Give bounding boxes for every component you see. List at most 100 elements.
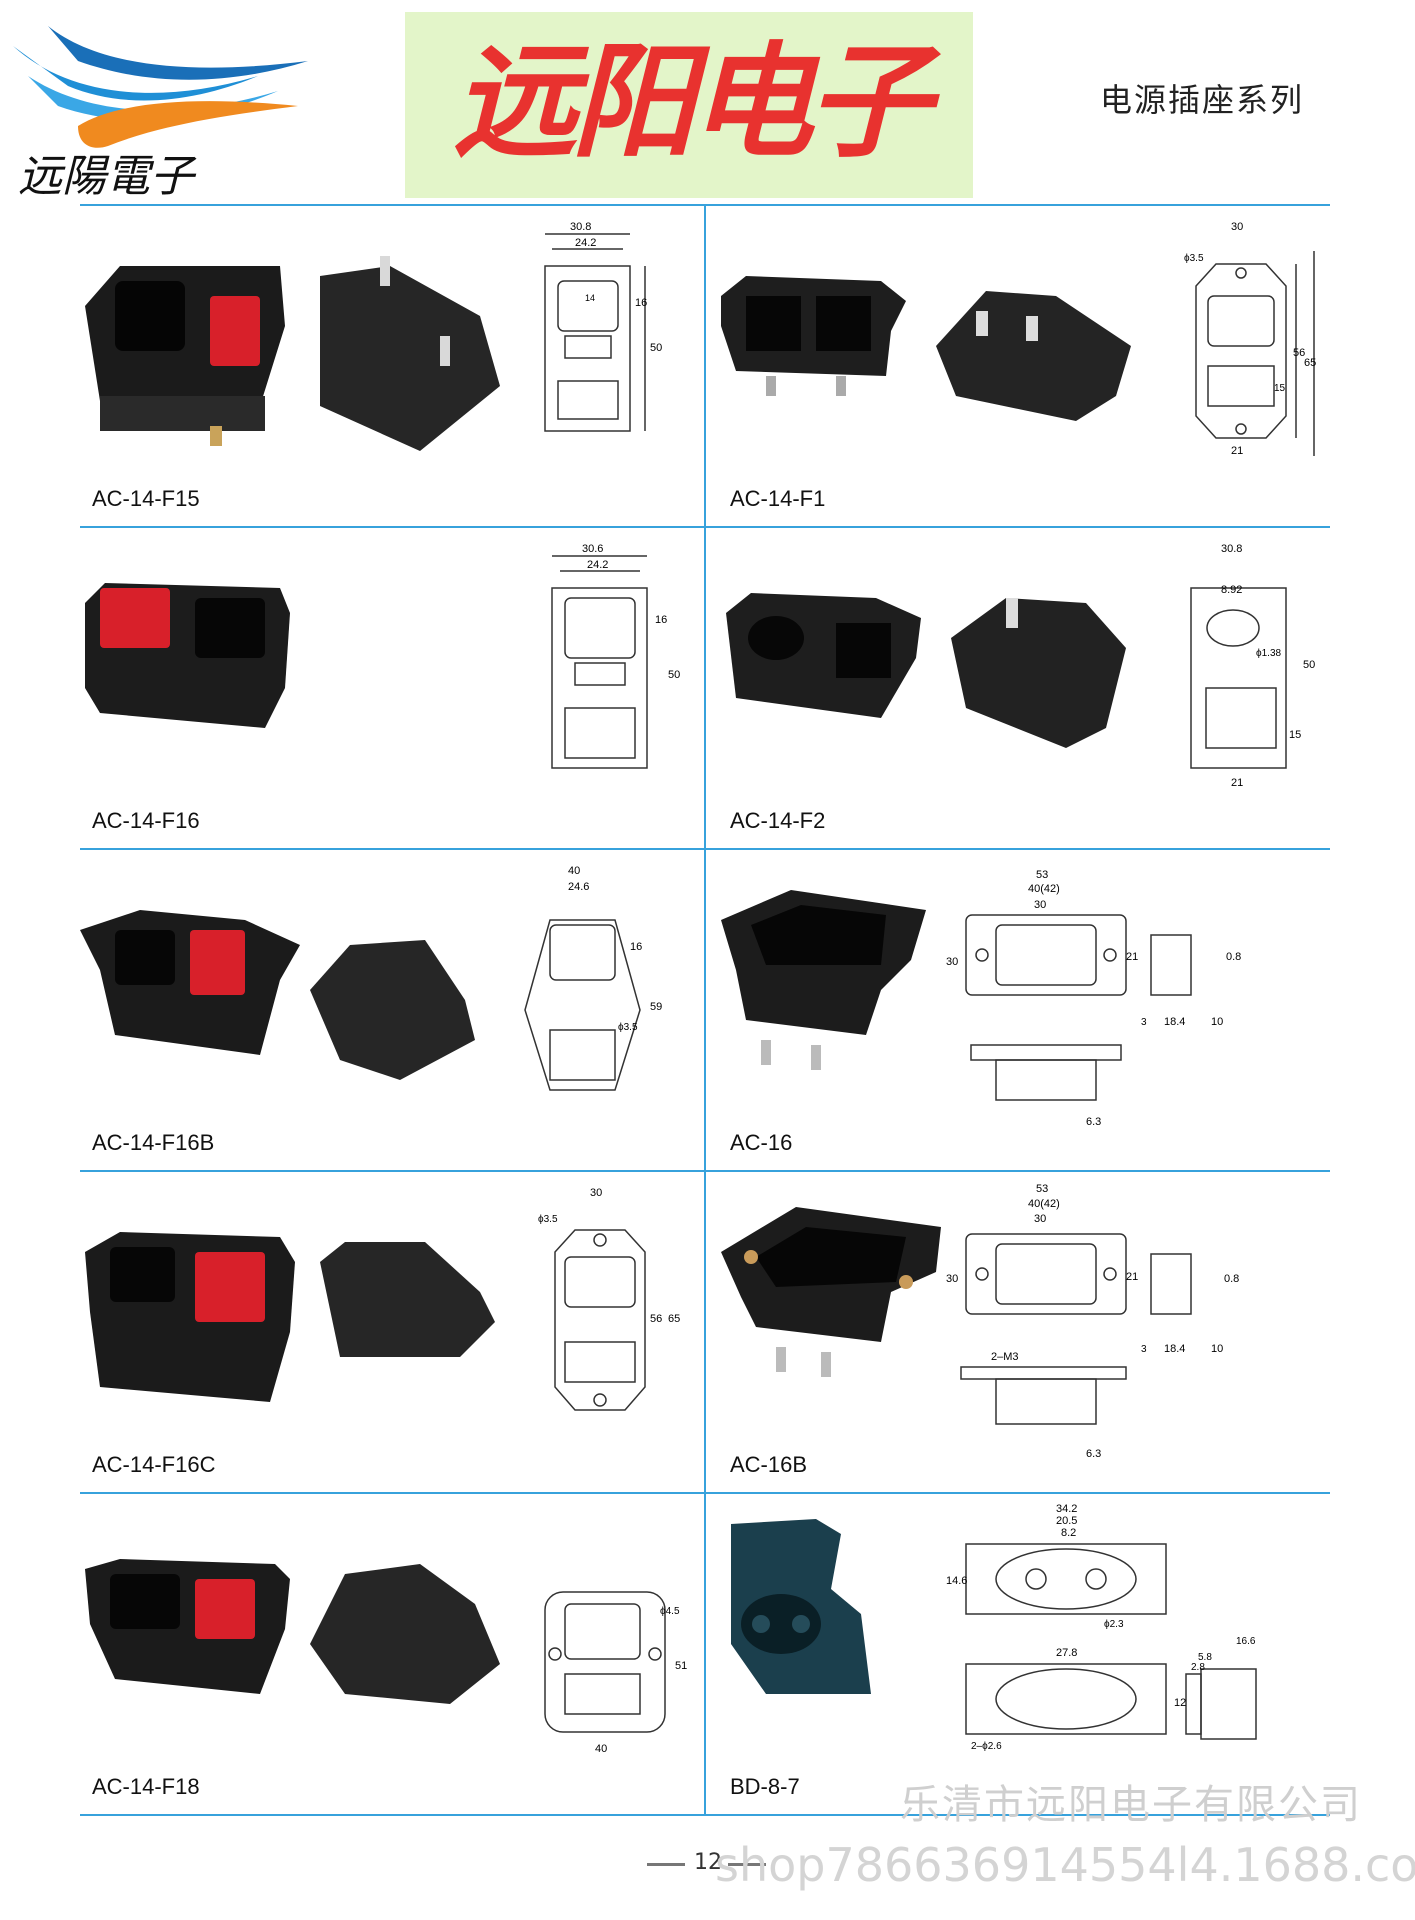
product-photo-front [85,1232,495,1402]
product-photo-front [721,1207,941,1377]
svg-text:65: 65 [668,1313,680,1325]
svg-text:40(42): 40(42) [1028,883,1060,895]
svg-text:30.6: 30.6 [582,543,603,555]
row-divider [80,1492,1330,1494]
product-card-ac-16: 53 40(42) 30 30 21 3 18.4 10 0.8 6.3 AC-… [706,850,1328,1170]
svg-text:65: 65 [1304,357,1316,369]
svg-text:14.6: 14.6 [946,1575,967,1587]
svg-text:30: 30 [1034,899,1046,911]
model-label: AC-14-F18 [92,1774,200,1799]
page-dash-left [647,1863,685,1866]
svg-text:6.3: 6.3 [1086,1116,1101,1128]
svg-text:0.8: 0.8 [1224,1273,1239,1285]
svg-text:18.4: 18.4 [1164,1343,1185,1355]
dimension-drawing: 34.2 20.5 8.2 14.6 ϕ2.3 27.8 12 2–ϕ2.6 5… [946,1503,1257,1752]
svg-text:ϕ3.5: ϕ3.5 [538,1214,558,1225]
svg-text:20.5: 20.5 [1056,1515,1077,1527]
product-card-ac-14-f18: ϕ4.5 51 40 AC-14-F18 [80,1494,702,1814]
logo-text: 远陽電子 [18,152,197,201]
dimension-drawing: ϕ4.5 51 40 [544,1591,687,1755]
company-logo: 远陽電子 [8,6,318,206]
svg-text:6.3: 6.3 [1086,1448,1101,1460]
model-label: AC-14-F2 [730,808,826,833]
svg-text:15: 15 [1274,383,1286,394]
row-divider [80,848,1330,850]
product-photo-front [731,1519,871,1694]
svg-text:40(42): 40(42) [1028,1198,1060,1210]
svg-text:59: 59 [650,1001,662,1013]
dimension-drawing: 40 24.6 16 59 ϕ3.5 [524,865,662,1091]
product-card-ac-14-f2: 30.8 8.92 ϕ1.38 50 15 21 AC-14-F2 [706,528,1328,848]
svg-text:30.8: 30.8 [1221,543,1242,555]
watermark-url: shop786636914554l4.1688.com [715,1838,1415,1892]
svg-text:51: 51 [675,1660,687,1672]
svg-text:16: 16 [630,941,642,953]
svg-text:30: 30 [1231,221,1243,233]
svg-text:40: 40 [568,865,580,877]
product-card-bd-8-7: 34.2 20.5 8.2 14.6 ϕ2.3 27.8 12 2–ϕ2.6 5… [706,1494,1328,1814]
svg-text:53: 53 [1036,1183,1048,1195]
svg-text:56: 56 [650,1313,662,1325]
svg-text:53: 53 [1036,869,1048,881]
banner-title: 远阳电子 [452,31,931,175]
model-label: AC-14-F15 [92,486,200,511]
svg-text:16: 16 [635,297,647,309]
product-card-ac-14-f16b: 40 24.6 16 59 ϕ3.5 AC-14-F16B [80,850,702,1170]
svg-text:40: 40 [595,1743,607,1755]
svg-text:ϕ3.5: ϕ3.5 [618,1022,638,1033]
row-divider [80,526,1330,528]
watermark-company: 乐清市远阳电子有限公司 [900,1782,1362,1828]
svg-text:15: 15 [1289,729,1301,741]
svg-text:50: 50 [1303,659,1315,671]
model-label: AC-14-F16 [92,808,200,833]
svg-text:14: 14 [585,293,595,303]
center-divider [704,204,706,1814]
svg-text:5.8: 5.8 [1198,1652,1212,1663]
svg-text:0.8: 0.8 [1226,951,1241,963]
svg-text:21: 21 [1231,777,1243,789]
brand-banner: 远阳电子 [405,12,973,198]
svg-text:24.6: 24.6 [568,881,589,893]
svg-text:21: 21 [1126,951,1138,963]
svg-text:ϕ1.38: ϕ1.38 [1256,648,1282,659]
dimension-drawing: 30.8 24.2 16 50 14 [544,221,662,432]
product-card-ac-16b: 53 40(42) 30 30 21 3 18.4 10 0.8 2–M3 6.… [706,1172,1328,1492]
product-photo-front [85,583,290,728]
row-divider [80,1814,1330,1816]
row-divider [80,1170,1330,1172]
svg-text:ϕ4.5: ϕ4.5 [660,1606,680,1617]
svg-text:34.2: 34.2 [1056,1503,1077,1515]
model-label: AC-14-F16B [92,1130,215,1155]
svg-text:2–M3: 2–M3 [991,1351,1019,1363]
dimension-drawing: 30 ϕ3.5 56 65 [538,1187,680,1411]
svg-text:30: 30 [946,956,958,968]
product-card-ac-14-f16c: 30 ϕ3.5 56 65 AC-14-F16C [80,1172,702,1492]
svg-text:30: 30 [946,1273,958,1285]
series-title: 电源插座系列 [1100,81,1305,119]
product-photo-front [721,276,1131,421]
svg-text:10: 10 [1211,1343,1223,1355]
page-number: 12 [694,1850,722,1875]
svg-text:3: 3 [1141,1017,1147,1028]
svg-text:24.2: 24.2 [575,237,596,249]
svg-text:30: 30 [590,1187,602,1199]
svg-text:2.8: 2.8 [1191,1662,1205,1673]
svg-text:8.92: 8.92 [1221,584,1242,596]
svg-text:16.6: 16.6 [1236,1636,1256,1647]
product-photo-front [726,593,1126,748]
product-photo-front [721,890,926,1070]
dimension-drawing: 30.6 24.2 16 50 [551,543,680,769]
svg-text:16: 16 [655,614,667,626]
model-label: AC-14-F1 [730,486,826,511]
page-dash-right [728,1863,766,1866]
svg-text:2–ϕ2.6: 2–ϕ2.6 [971,1741,1002,1752]
dimension-drawing: 30.8 8.92 ϕ1.38 50 15 21 [1190,543,1315,789]
svg-text:30: 30 [1034,1213,1046,1225]
svg-text:8.2: 8.2 [1061,1527,1076,1539]
svg-text:3: 3 [1141,1344,1147,1355]
svg-text:21: 21 [1126,1271,1138,1283]
svg-text:ϕ3.5: ϕ3.5 [1184,253,1204,264]
svg-text:24.2: 24.2 [587,559,608,571]
svg-text:50: 50 [650,342,662,354]
svg-text:12: 12 [1174,1697,1186,1709]
